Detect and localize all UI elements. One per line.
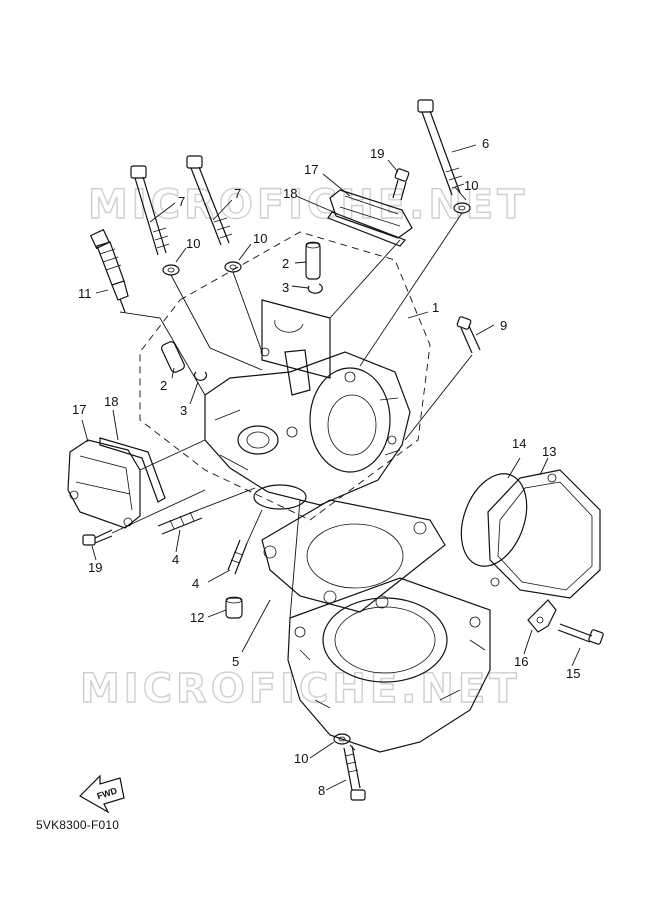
dowel-12 [225,596,243,619]
head-assembly-dashed-outline [139,231,431,521]
callout-1: 1 [432,300,439,315]
diagram-code: 5VK8300-F010 [36,818,120,832]
callout-19b: 19 [88,560,102,575]
callout-7a: 7 [178,194,185,209]
callout-8: 8 [318,783,325,798]
callout-10a: 10 [186,236,200,251]
bracket-16 [527,599,557,633]
valve-cover-top [329,189,413,239]
bolt-8 [343,745,366,801]
head-bolt-right [186,155,233,246]
long-bolt-6 [417,99,465,196]
callout-12: 12 [190,610,204,625]
fwd-arrow-icon: FWD [79,774,125,814]
watermark-bottom: MICROFICHE.NET [80,666,521,712]
cylinder-block [287,577,491,753]
stud-4-lower [227,539,248,575]
callout-6: 6 [482,136,489,151]
side-cover-13 [487,469,601,599]
gasket-18-left [99,437,166,503]
bolt-15 [557,623,604,645]
gasket-18-top [327,211,406,247]
callout-2a: 2 [282,256,289,271]
callout-17b: 17 [72,402,86,417]
bolt-19-top [392,168,410,201]
bolt-9 [456,316,481,354]
fwd-label: FWD [96,785,119,801]
head-bolt-left [130,165,170,256]
spark-plug [89,228,129,313]
callout-7b: 7 [234,186,241,201]
callout-3b: 3 [180,403,187,418]
callout-17a: 17 [304,162,318,177]
o-ring-14 [460,473,528,567]
callout-4b: 4 [192,576,199,591]
callout-10d: 10 [294,751,308,766]
callout-16: 16 [514,654,528,669]
clip-3-top [307,283,323,294]
bolt-19-left [82,529,113,546]
valve-cover-left [67,439,141,529]
callout-11: 11 [78,286,92,301]
callout-4a: 4 [172,552,179,567]
watermark-top: MICROFICHE.NET [88,182,529,228]
callout-15: 15 [566,666,580,681]
callout-10c: 10 [464,178,478,193]
leader-lines [81,144,581,791]
stud-4-upper [157,509,203,535]
callout-18b: 18 [104,394,118,409]
clip-3-left [193,371,208,381]
callout-19a: 19 [370,146,384,161]
callout-5: 5 [232,654,239,669]
washer-10-bottom [333,733,351,745]
washer-10-left [162,264,180,276]
washer-10-mid [224,261,242,273]
valve-guide-2-top [305,241,321,280]
callout-18a: 18 [283,186,297,201]
callout-13: 13 [542,444,556,459]
cylinder-head [204,299,411,510]
valve-guide-2-left [161,341,185,373]
callout-9: 9 [500,318,507,333]
callout-10b: 10 [253,231,267,246]
callout-2b: 2 [160,378,167,393]
callout-3a: 3 [282,280,289,295]
callout-14: 14 [512,436,526,451]
